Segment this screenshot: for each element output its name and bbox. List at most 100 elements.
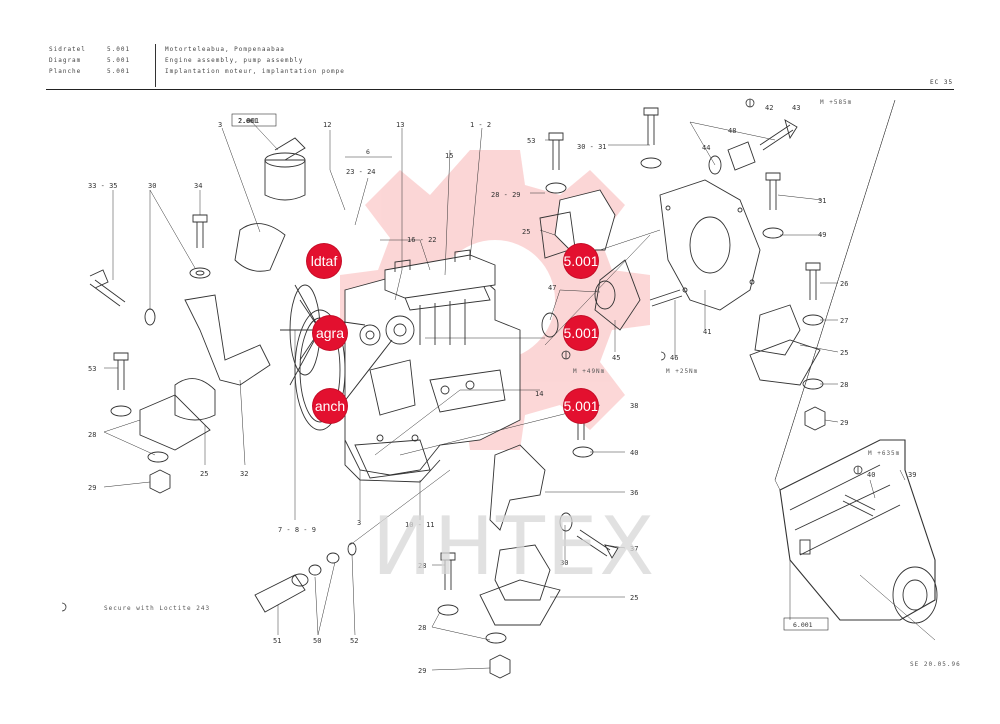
part-label: 26 <box>840 280 848 288</box>
hotspot-callout[interactable]: agra <box>313 316 347 350</box>
part-label: 49 <box>818 231 826 239</box>
header-label: Planche <box>49 68 82 75</box>
part-label: 28 <box>418 624 426 632</box>
header-separator <box>155 44 156 87</box>
part-label: 30 <box>560 559 568 567</box>
torque-symbol-icon <box>561 98 863 475</box>
watermark-text: ИНТЕХ <box>372 500 657 593</box>
part-label: 51 <box>273 637 281 645</box>
part-label: 31 <box>818 197 826 205</box>
part-label: 3 <box>357 519 361 527</box>
torque-note-40: M +635m <box>868 450 901 457</box>
reference-box-labels: 2.001 6 6.001 <box>238 117 813 629</box>
part-label: 15 <box>445 152 453 160</box>
part-label: 29 <box>840 419 848 427</box>
part-label: 7 - 8 - 9 <box>278 526 316 534</box>
engine-mount-right <box>749 304 821 386</box>
washers <box>110 141 824 644</box>
part-label: 37 <box>630 545 638 553</box>
hotspot-callout[interactable]: 5.001 <box>564 316 598 350</box>
part-label: 25 <box>522 228 530 236</box>
part-label: 30 - 31 <box>577 143 607 151</box>
part-label: 44 <box>702 144 710 152</box>
part-label: 32 <box>240 470 248 478</box>
header-codes: 5.001 5.001 5.001 <box>107 44 130 77</box>
page-code: EC 35 <box>930 79 954 86</box>
hotspot-callout[interactable]: anch <box>313 389 347 423</box>
header-title: Motorteleabua, Pompenaabaa <box>165 46 285 53</box>
part-label: 33 - 35 <box>88 182 118 190</box>
engine-mount-bottom <box>479 444 561 626</box>
engine-mount-left <box>139 294 271 451</box>
header-label: Sidratel <box>49 46 86 53</box>
torque-note-46: M +25Nm <box>666 368 699 375</box>
intake-manifold <box>384 249 496 299</box>
part-label: 2.001 <box>238 117 259 125</box>
part-label: 47 <box>548 284 556 292</box>
header-code: 5.001 <box>107 68 131 75</box>
adapter-flange <box>594 179 761 331</box>
part-label: 3 <box>218 121 222 129</box>
part-label: 53 <box>88 365 96 373</box>
header-code: 5.001 <box>107 57 131 64</box>
part-label: 36 <box>630 489 638 497</box>
oil-filter <box>234 137 306 272</box>
part-label: 42 <box>765 104 773 112</box>
torque-note-42: M +585m <box>820 99 853 106</box>
header-labels: Sidratel Diagram Planche <box>49 44 86 77</box>
part-label: 10 - 11 <box>405 521 435 529</box>
torque-note-49: M +49Nm <box>573 368 606 375</box>
part-label: 28 - 29 <box>491 191 521 199</box>
ref-box-label: 2.001 <box>238 117 258 125</box>
hotspot-callout[interactable]: 5.001 <box>564 389 598 423</box>
reference-boxes <box>231 113 829 631</box>
part-label: 16 - 22 <box>407 236 437 244</box>
part-label: 12 <box>323 121 331 129</box>
part-label: 38 <box>630 402 638 410</box>
part-label: 45 <box>612 354 620 362</box>
document-date: SE 20.05.96 <box>910 661 961 668</box>
hotspot-callout[interactable]: ldtaf <box>307 244 341 278</box>
part-label: 28 <box>88 431 96 439</box>
part-label: 13 <box>396 121 404 129</box>
part-label: 40 <box>630 449 638 457</box>
bolts <box>89 107 876 590</box>
nuts <box>149 406 826 679</box>
part-label: 28 <box>840 381 848 389</box>
part-label: 34 <box>194 182 202 190</box>
part-label: 43 <box>792 104 800 112</box>
loctite-footnote: Secure with Loctite 243 <box>104 605 211 612</box>
part-label: 50 <box>313 637 321 645</box>
header-title: Engine assembly, pump assembly <box>165 57 304 64</box>
ref-box-label: 6 <box>366 148 370 156</box>
part-label: 25 <box>840 349 848 357</box>
header-titles: Motorteleabua, Pompenaabaa Engine assemb… <box>165 44 345 77</box>
part-label: 14 <box>535 390 543 398</box>
part-labels: 33 - 35 30 34 3 2.001 12 13 1 - 2 15 23 … <box>88 104 916 675</box>
part-label: 53 <box>527 137 535 145</box>
part-label: 29 <box>88 484 96 492</box>
header-label: Diagram <box>49 57 82 64</box>
part-label: 39 <box>908 471 916 479</box>
loctite-symbol-icon <box>61 351 666 612</box>
part-label: 23 - 24 <box>346 168 376 176</box>
header-title: Implantation moteur, implantation pompe <box>165 68 345 75</box>
part-label: 41 <box>703 328 711 336</box>
part-label: 28 <box>418 562 426 570</box>
part-label: 40 <box>867 471 875 479</box>
part-label: 52 <box>350 637 358 645</box>
part-label: 48 <box>728 127 736 135</box>
part-label: 27 <box>840 317 848 325</box>
hydraulic-pump <box>779 439 938 624</box>
part-label: 46 <box>670 354 678 362</box>
injector-parts <box>254 542 357 613</box>
header-rule <box>46 89 954 90</box>
part-label: 29 <box>418 667 426 675</box>
part-label: 25 <box>200 470 208 478</box>
hotspot-callout[interactable]: 5.001 <box>564 244 598 278</box>
part-label: 1 - 2 <box>470 121 491 129</box>
header-code: 5.001 <box>107 46 131 53</box>
part-label: 30 <box>148 182 156 190</box>
part-label: 25 <box>630 594 638 602</box>
